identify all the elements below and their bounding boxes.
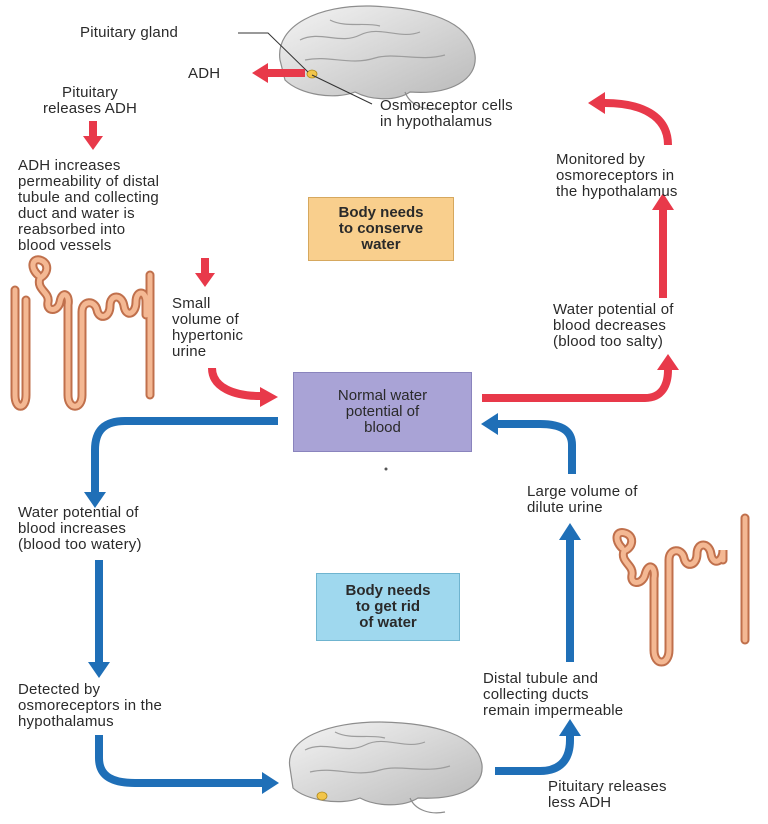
blue-arrow bbox=[495, 719, 581, 775]
pituitary-releases-adh-label: Pituitary releases ADH bbox=[42, 84, 138, 117]
adh-label: ADH bbox=[188, 65, 221, 82]
nephron-icon bbox=[612, 513, 750, 667]
leader-line bbox=[311, 74, 373, 105]
speck bbox=[384, 467, 388, 471]
blue-arrow bbox=[481, 413, 576, 474]
brain-icon bbox=[288, 721, 483, 814]
large-volume-label: Large volume of dilute urine bbox=[527, 483, 638, 516]
pituitary-gland-label: Pituitary gland bbox=[80, 24, 179, 41]
blue-arrow bbox=[84, 417, 278, 508]
rid-water-box: Body needs to get rid of water bbox=[316, 573, 460, 641]
blue-arrow bbox=[559, 523, 581, 662]
distal-impermeable-label: Distal tubule and collecting ducts remai… bbox=[483, 670, 624, 719]
red-arrow bbox=[208, 367, 278, 407]
red-arrow bbox=[652, 193, 674, 298]
pituitary-less-adh-label: Pituitary releases less ADH bbox=[548, 778, 667, 811]
brain-icon bbox=[279, 5, 476, 110]
detected-label: Detected by osmoreceptors in the hypotha… bbox=[18, 681, 163, 730]
center-box-text: Normal water potential of blood bbox=[337, 387, 428, 436]
red-arrow bbox=[252, 63, 305, 83]
red-arrow bbox=[195, 258, 215, 287]
adh-increases-label: ADH increases permeability of distal tub… bbox=[18, 157, 160, 254]
red-arrow bbox=[588, 92, 672, 146]
blue-arrow bbox=[88, 560, 110, 678]
center-box: Normal water potential of blood bbox=[293, 372, 472, 452]
wp-increases-label: Water potential of blood increases (bloo… bbox=[18, 504, 142, 553]
conserve-water-text: Body needs to conserve water bbox=[338, 204, 424, 253]
red-arrow bbox=[482, 354, 679, 402]
wp-decreases-label: Water potential of blood decreases (bloo… bbox=[553, 301, 674, 350]
small-volume-label: Small volume of hypertonic urine bbox=[172, 295, 244, 360]
rid-water-text: Body needs to get rid of water bbox=[345, 582, 431, 631]
blue-arrow bbox=[95, 735, 279, 794]
osmoreceptor-cells-label: Osmoreceptor cells in hypothalamus bbox=[380, 97, 513, 130]
red-arrow bbox=[83, 121, 103, 150]
monitored-label: Monitored by osmoreceptors in the hypoth… bbox=[556, 151, 678, 200]
leader-line bbox=[238, 32, 309, 73]
nephron-icon bbox=[10, 255, 155, 411]
conserve-water-box: Body needs to conserve water bbox=[308, 197, 454, 261]
